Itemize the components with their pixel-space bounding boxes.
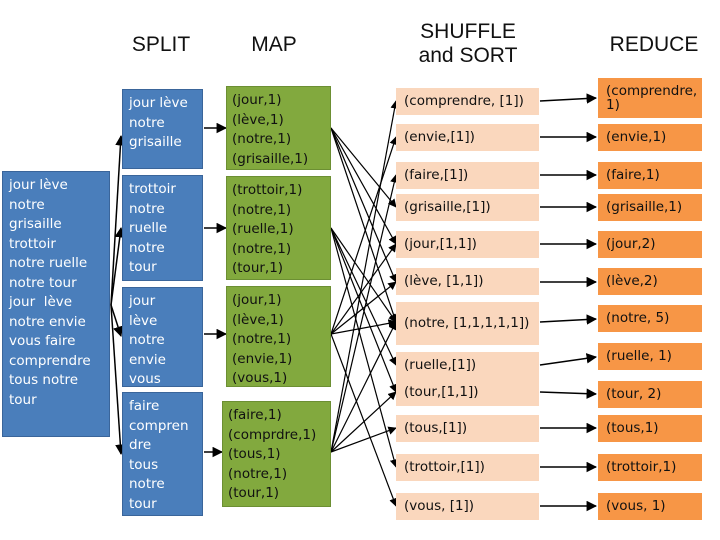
map-box-1: (jour,1) (lève,1) (notre,1) (grisaille,1… bbox=[226, 86, 331, 170]
shuffle-box: (trottoir,[1]) bbox=[396, 454, 539, 481]
input-line: jour lève bbox=[9, 177, 68, 193]
split-line: notre bbox=[129, 200, 165, 217]
split-line: notre bbox=[129, 332, 165, 348]
split-line: notre bbox=[129, 476, 165, 492]
split-line: tour bbox=[129, 495, 157, 512]
input-line: tour bbox=[9, 391, 37, 408]
reduce-box: (tour, 2) bbox=[598, 381, 702, 408]
shuffle-box: (ruelle,[1]) bbox=[396, 352, 539, 379]
header-map: MAP bbox=[251, 33, 297, 56]
map-pair: (grisaille,1) bbox=[232, 150, 309, 167]
split-line: tous bbox=[129, 456, 159, 473]
split-box-2: trottoir notre ruelle notre tour bbox=[122, 175, 203, 281]
reduce-box: (vous, 1) bbox=[598, 493, 702, 520]
input-line: jour lève bbox=[9, 294, 73, 310]
reduce-box: (faire,1) bbox=[598, 162, 702, 189]
map-pair: (notre,1) bbox=[232, 331, 292, 347]
input-line: vous faire bbox=[9, 333, 76, 349]
map-pair: (envie,1) bbox=[232, 350, 293, 367]
split-line: ruelle bbox=[129, 220, 168, 236]
map-pair: (notre,1) bbox=[228, 465, 288, 482]
map-box-3: (jour,1) (lève,1) (notre,1) (envie,1) (v… bbox=[226, 286, 331, 387]
reduce-box: (grisaille,1) bbox=[598, 194, 702, 221]
input-line: notre tour bbox=[9, 274, 77, 291]
map-pair: (lève,1) bbox=[232, 111, 284, 128]
reduce-comprendre-text: (comprendre, 1) bbox=[606, 83, 698, 113]
reduce-box: (ruelle, 1) bbox=[598, 343, 702, 370]
shuffle-box: (lève, [1,1]) bbox=[396, 268, 539, 295]
input-line: notre envie bbox=[9, 313, 86, 330]
shuffle-box: (grisaille,[1]) bbox=[396, 194, 539, 221]
shuffle-box: (envie,[1]) bbox=[396, 124, 539, 151]
map-pair: (jour,1) bbox=[232, 92, 282, 108]
header-shuffle-sort: SHUFFLE and SORT bbox=[398, 20, 538, 68]
split-box-3: jour lève notre envie vous bbox=[122, 287, 203, 387]
split-line: notre bbox=[129, 239, 165, 256]
split-line: vous bbox=[129, 371, 161, 387]
map-pair: (comprdre,1) bbox=[228, 426, 317, 443]
split-line: compren bbox=[129, 417, 189, 434]
shuffle-box: (notre, [1,1,1,1,1]) bbox=[396, 302, 539, 345]
map-pair: (jour,1) bbox=[232, 292, 282, 308]
split-line: grisaille bbox=[129, 134, 182, 150]
reduce-box: (trottoir,1) bbox=[598, 454, 702, 481]
map-pair: (trottoir,1) bbox=[232, 182, 303, 198]
split-line: notre bbox=[129, 114, 165, 131]
header-shuffle-line-1: SHUFFLE bbox=[420, 20, 516, 43]
map-pair: (tous,1) bbox=[228, 446, 281, 462]
map-box-4: (faire,1) (comprdre,1) (tous,1) (notre,1… bbox=[222, 401, 331, 507]
map-pair: (notre,1) bbox=[232, 131, 292, 147]
header-reduce: REDUCE bbox=[609, 33, 699, 56]
reduce-box: (comprendre, 1) bbox=[598, 78, 702, 118]
header-shuffle-line-2: and SORT bbox=[418, 44, 518, 67]
split-line: tour bbox=[129, 259, 157, 275]
reduce-box: (jour,2) bbox=[598, 231, 702, 258]
input-line: grisaille bbox=[9, 216, 62, 232]
input-line: notre bbox=[9, 196, 45, 213]
split-line: dre bbox=[129, 437, 152, 453]
map-pair: (lève,1) bbox=[232, 311, 284, 328]
map-pair: (notre,1) bbox=[232, 240, 292, 257]
map-pair: (tour,1) bbox=[232, 260, 284, 276]
input-line: trottoir bbox=[9, 235, 56, 252]
split-line: envie bbox=[129, 351, 166, 368]
shuffle-box: (tous,[1]) bbox=[396, 415, 539, 442]
header-split: SPLIT bbox=[131, 33, 191, 56]
map-pair: (faire,1) bbox=[228, 407, 282, 423]
shuffle-box: (faire,[1]) bbox=[396, 162, 539, 189]
split-box-1: jour lève notre grisaille bbox=[122, 89, 203, 169]
split-line: jour bbox=[129, 293, 156, 309]
split-line: trottoir bbox=[129, 181, 176, 197]
input-line: tous notre bbox=[9, 372, 79, 388]
input-text-box: jour lève notre grisaille trottoir notre… bbox=[2, 171, 110, 437]
reduce-box: (notre, 5) bbox=[598, 305, 702, 332]
input-line: comprendre bbox=[9, 352, 91, 369]
map-box-2: (trottoir,1) (notre,1) (ruelle,1) (notre… bbox=[226, 176, 331, 280]
map-pair: (tour,1) bbox=[228, 485, 280, 501]
input-line: notre ruelle bbox=[9, 255, 88, 271]
shuffle-box: (jour,[1,1]) bbox=[396, 231, 539, 258]
shuffle-box: (comprendre, [1]) bbox=[396, 88, 539, 115]
shuffle-box: (tour,[1,1]) bbox=[396, 379, 539, 406]
split-line: jour lève bbox=[129, 95, 188, 111]
map-pair: (vous,1) bbox=[232, 370, 288, 386]
map-pair: (notre,1) bbox=[232, 201, 292, 218]
split-line: lève bbox=[129, 312, 158, 329]
split-box-4: faire compren dre tous notre tour bbox=[122, 392, 203, 516]
reduce-box: (tous,1) bbox=[598, 415, 702, 442]
shuffle-notre-text: (notre, [1,1,1,1,1]) bbox=[404, 315, 530, 331]
split-line: faire bbox=[129, 398, 160, 414]
shuffle-box: (vous, [1]) bbox=[396, 493, 539, 520]
reduce-box: (lève,2) bbox=[598, 268, 702, 295]
map-pair: (ruelle,1) bbox=[232, 221, 294, 237]
reduce-box: (envie,1) bbox=[598, 124, 702, 151]
